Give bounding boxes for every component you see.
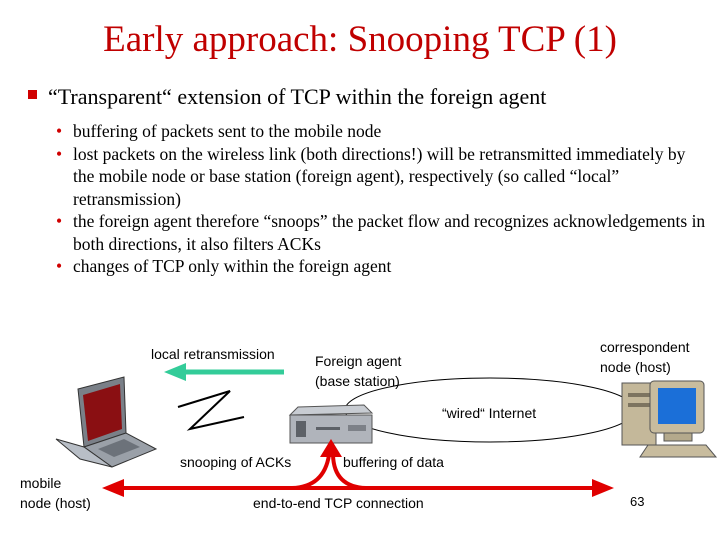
end-to-end-arrow [102,439,614,497]
local-retransmission-arrow [164,363,284,381]
desktop-computer-icon [621,380,718,458]
correspondent-label: correspondent [600,339,690,355]
dot-bullet-icon: • [56,121,63,141]
laptop-icon [55,376,158,468]
sub-bullet: • lost packets on the wireless link (both… [56,143,706,211]
snooping-acks-label: snooping of ACKs [180,454,291,470]
slide-title: Early approach: Snooping TCP (1) [103,19,617,60]
snooping-tcp-diagram: local retransmission Foreign agent (base… [20,339,718,511]
sub-bullet: • the foreign agent therefore “snoops” th… [56,210,706,255]
sub-bullet: • buffering of packets sent to the mobile… [56,120,706,143]
base-station-label: (base station) [315,373,400,389]
sub-bullet-text: changes of TCP only within the foreign a… [73,256,392,276]
foreign-agent-label: Foreign agent [315,353,402,369]
page-number: 63 [630,494,645,509]
sub-bullet: • changes of TCP only within the foreign … [56,255,706,278]
dot-bullet-icon: • [56,143,63,164]
correspondent-host-label: node (host) [600,359,671,375]
wired-internet-label: “wired“ Internet [442,405,536,421]
sub-bullet-text: buffering of packets sent to the mobile … [73,121,382,141]
wireless-link-icon [177,390,245,431]
buffering-data-label: buffering of data [343,454,444,470]
mobile-host-label: node (host) [20,495,91,511]
dot-bullet-icon: • [56,211,63,231]
main-bullet-text: “Transparent“ extension of TCP within th… [48,84,547,109]
end-to-end-label: end-to-end TCP connection [253,495,424,511]
local-retransmission-label: local retransmission [151,346,275,362]
sub-bullet-list: • buffering of packets sent to the mobile… [56,120,706,278]
sub-bullet-text: the foreign agent therefore “snoops” the… [73,211,706,254]
dot-bullet-icon: • [56,256,63,276]
square-bullet-icon [28,90,37,99]
base-station-icon [288,404,374,444]
sub-bullet-text: lost packets on the wireless link (both … [73,143,686,209]
mobile-label: mobile [20,475,61,491]
